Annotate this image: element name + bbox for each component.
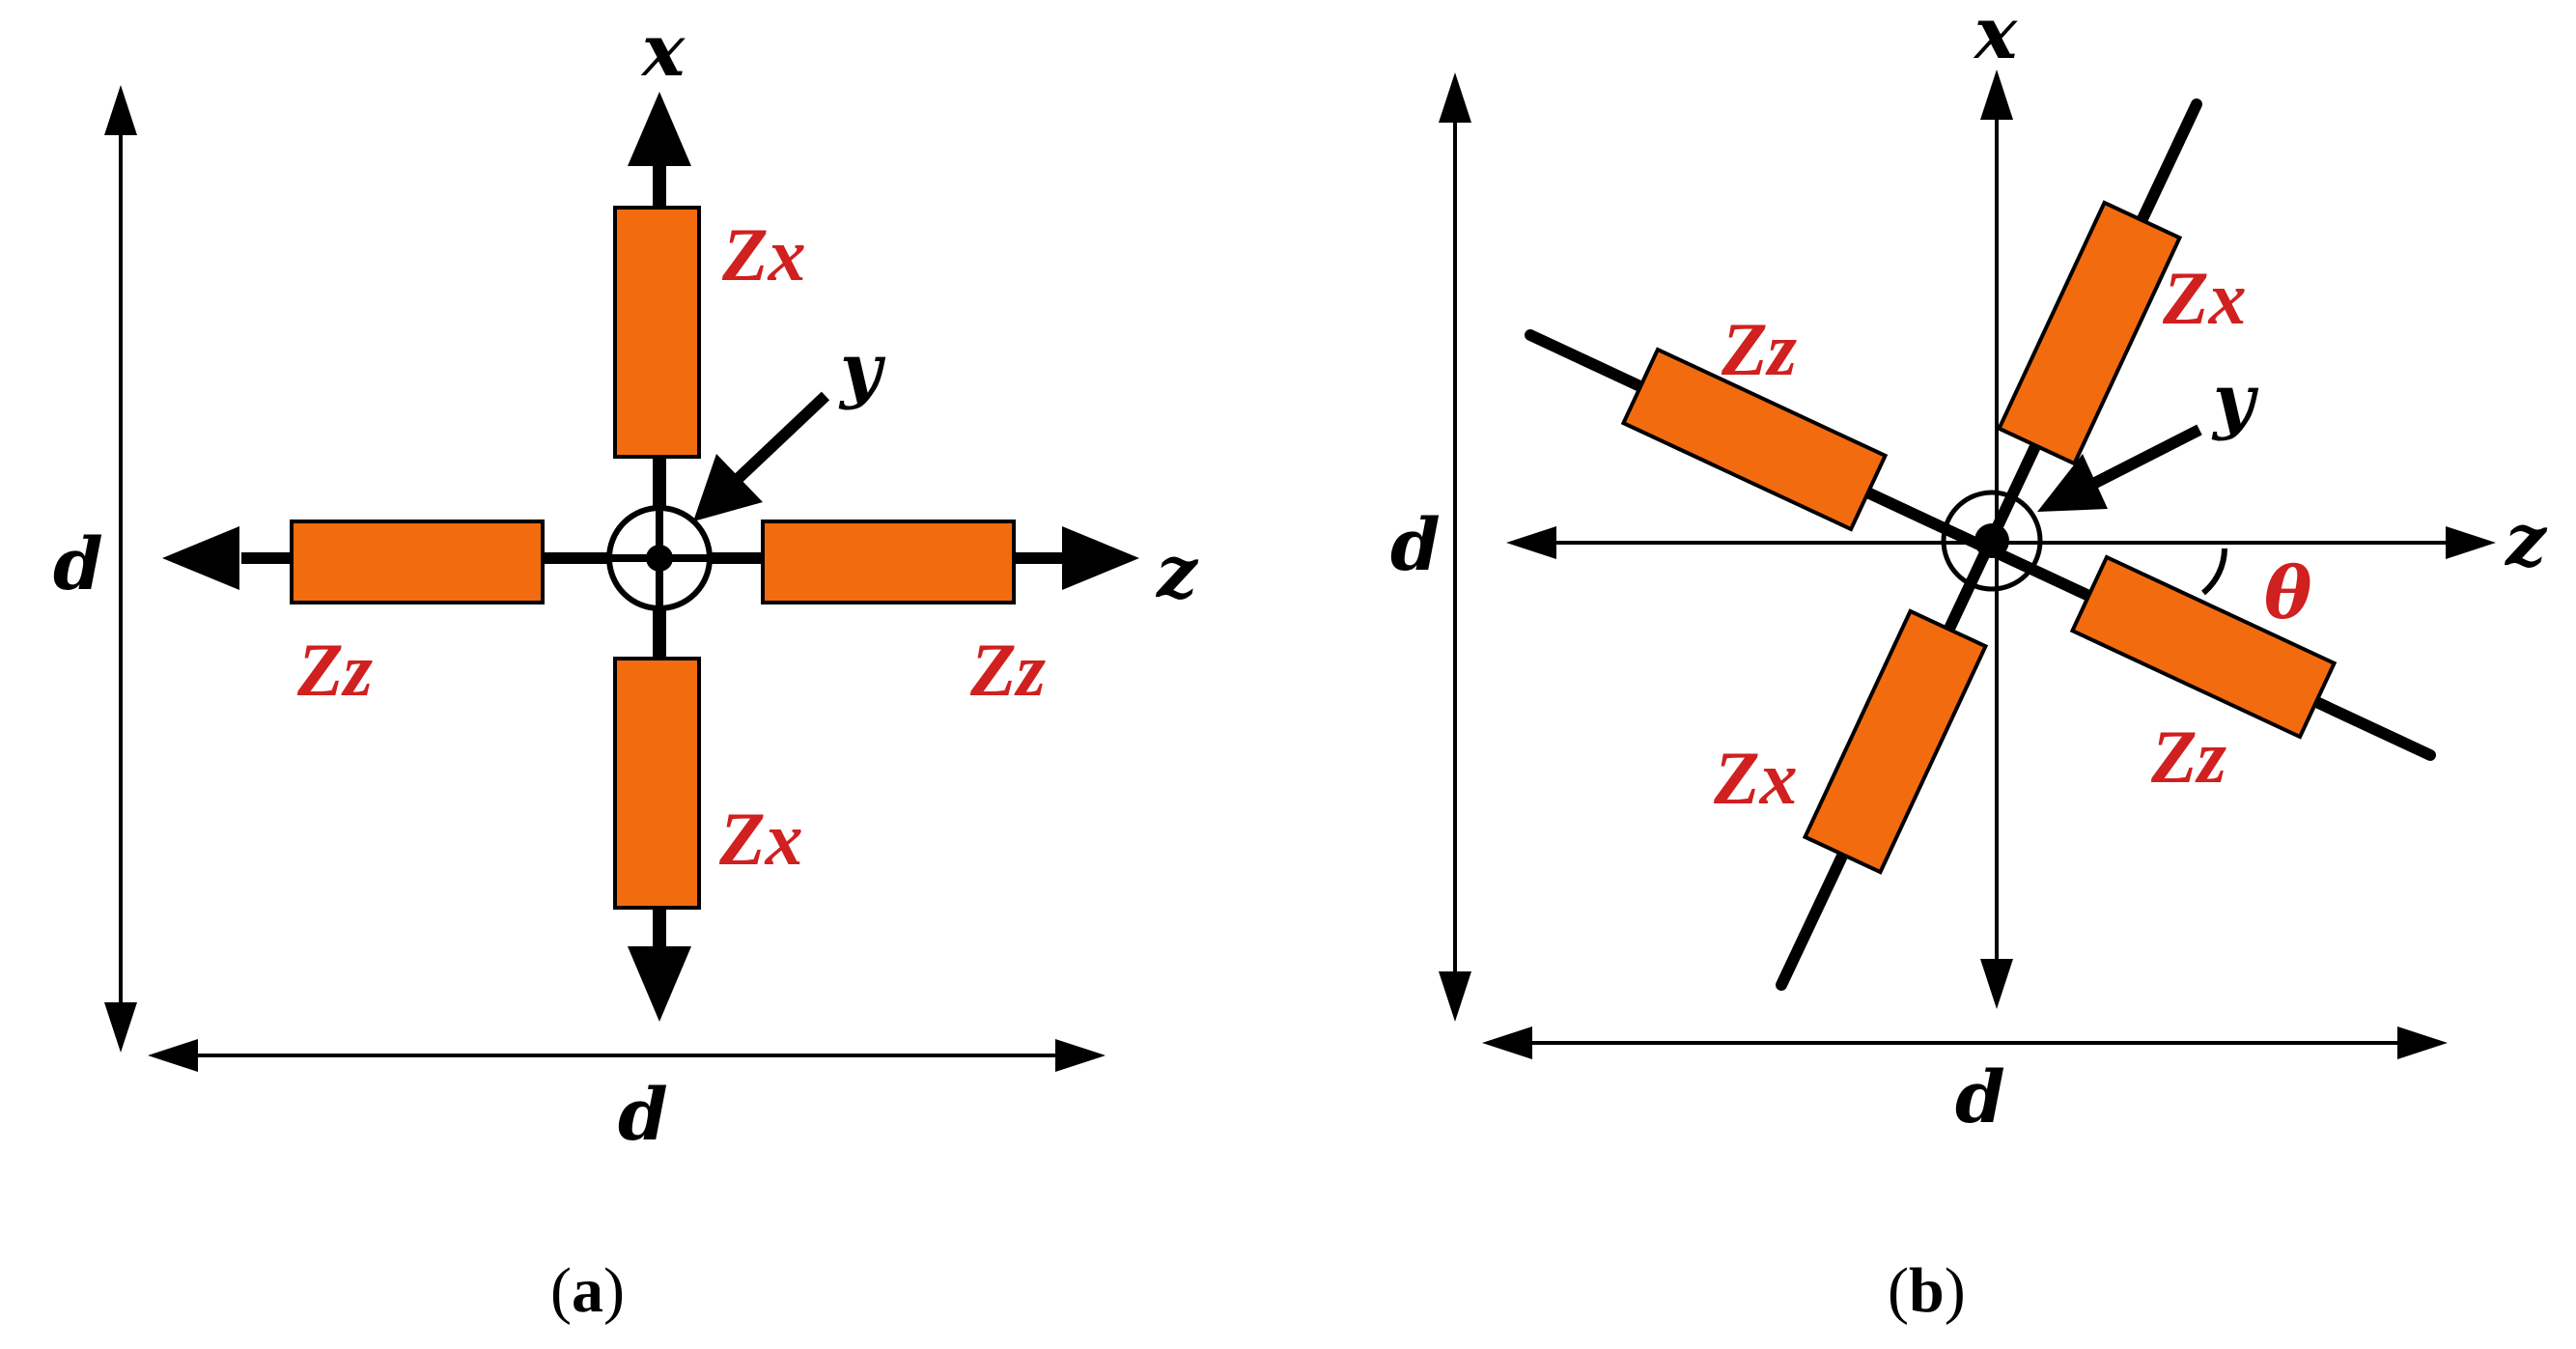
dimension-label-horizontal-b: d — [1955, 1056, 2005, 1139]
dimension-arrow-vertical — [104, 85, 137, 1053]
dimension-label-vertical: d — [53, 523, 103, 606]
impedance-element-zx-lower-b — [1802, 608, 1989, 875]
x-axis-label-b: x — [1973, 0, 2018, 75]
dimension-label-horizontal: d — [618, 1074, 668, 1157]
x-axis-label: x — [640, 10, 686, 93]
caption-a: (a) — [550, 1255, 625, 1326]
impedance-element-zz-right-b — [2069, 554, 2338, 740]
panel-b: x y z d d θ Zz Zx Zx Zz (b) — [1390, 0, 2548, 1326]
panel-a: x y z d d Zx Zx Zz Zz (a) — [53, 10, 1199, 1326]
y-axis-label: y — [838, 328, 886, 411]
dimension-arrow-horizontal-b — [1482, 1026, 2448, 1059]
z-axis-label: z — [1155, 531, 1199, 614]
impedance-element-zz-left-b — [1620, 347, 1889, 532]
impedance-label-zx-upper-b: Zx — [2162, 256, 2247, 340]
y-pointer-arrow-b — [2037, 424, 2202, 512]
impedance-label-zx-top: Zx — [721, 212, 806, 296]
y-pointer-arrow — [693, 391, 830, 521]
angle-arc — [2201, 548, 2227, 596]
impedance-label-zz-left-b: Zz — [1721, 307, 1798, 391]
impedance-label-zx-bottom: Zx — [718, 797, 803, 881]
y-axis-symbol — [606, 505, 713, 611]
impedance-label-zz-right: Zz — [969, 628, 1047, 712]
caption-b: (b) — [1888, 1255, 1966, 1326]
y-axis-label-b: y — [2211, 359, 2259, 442]
dimension-arrow-horizontal — [148, 1039, 1106, 1072]
z-axis-label-b: z — [2504, 499, 2548, 582]
impedance-element-zx-upper-b — [1996, 200, 2183, 466]
dimension-arrow-vertical-b — [1439, 72, 1471, 1022]
impedance-element-zx-bottom — [613, 657, 701, 910]
impedance-element-zz-right — [761, 520, 1016, 604]
impedance-label-zz-right-b: Zz — [2150, 715, 2227, 799]
impedance-label-zx-lower-b: Zx — [1713, 736, 1798, 820]
dimension-label-vertical-b: d — [1390, 504, 1441, 587]
angle-theta-label: θ — [2264, 552, 2312, 635]
impedance-element-zz-left — [290, 520, 545, 604]
y-axis-symbol-b — [1941, 490, 2043, 592]
impedance-element-zx-top — [613, 206, 701, 459]
impedance-label-zz-left: Zz — [296, 628, 374, 712]
